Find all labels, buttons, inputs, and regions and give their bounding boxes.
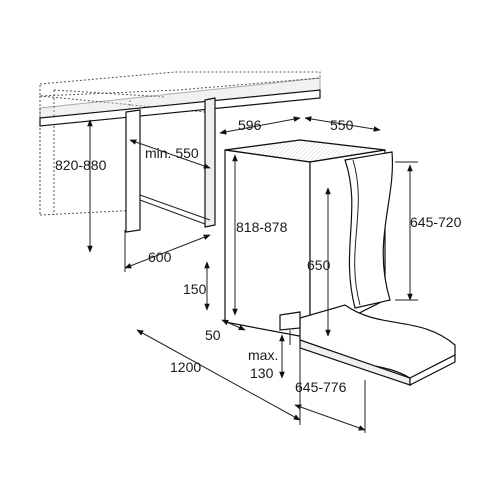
appliance-depth-label: 550 bbox=[330, 117, 354, 133]
plinth bbox=[279, 311, 301, 345]
appliance-height-label: 818-878 bbox=[236, 219, 288, 235]
dimension-lines bbox=[87, 116, 418, 433]
open-door bbox=[299, 304, 456, 386]
max-clearance-label: max. bbox=[248, 347, 278, 363]
plinth-depth-label: 50 bbox=[205, 327, 221, 343]
min-depth-label: min. 550 bbox=[145, 145, 199, 161]
plinth-height-label: 150 bbox=[183, 281, 207, 297]
worktop bbox=[39, 77, 321, 127]
door-range-label: 645-776 bbox=[295, 379, 347, 395]
door-opening-label: 1200 bbox=[170, 359, 201, 375]
door-panel-height-label: 645-720 bbox=[410, 214, 462, 230]
appliance-width-label: 596 bbox=[238, 117, 262, 133]
max-clearance-value: 130 bbox=[250, 365, 274, 381]
niche-width-label: 600 bbox=[148, 249, 172, 265]
inner-height-label: 650 bbox=[307, 257, 331, 273]
cabinet-height-label: 820-880 bbox=[55, 157, 107, 173]
door-panel bbox=[344, 151, 394, 309]
